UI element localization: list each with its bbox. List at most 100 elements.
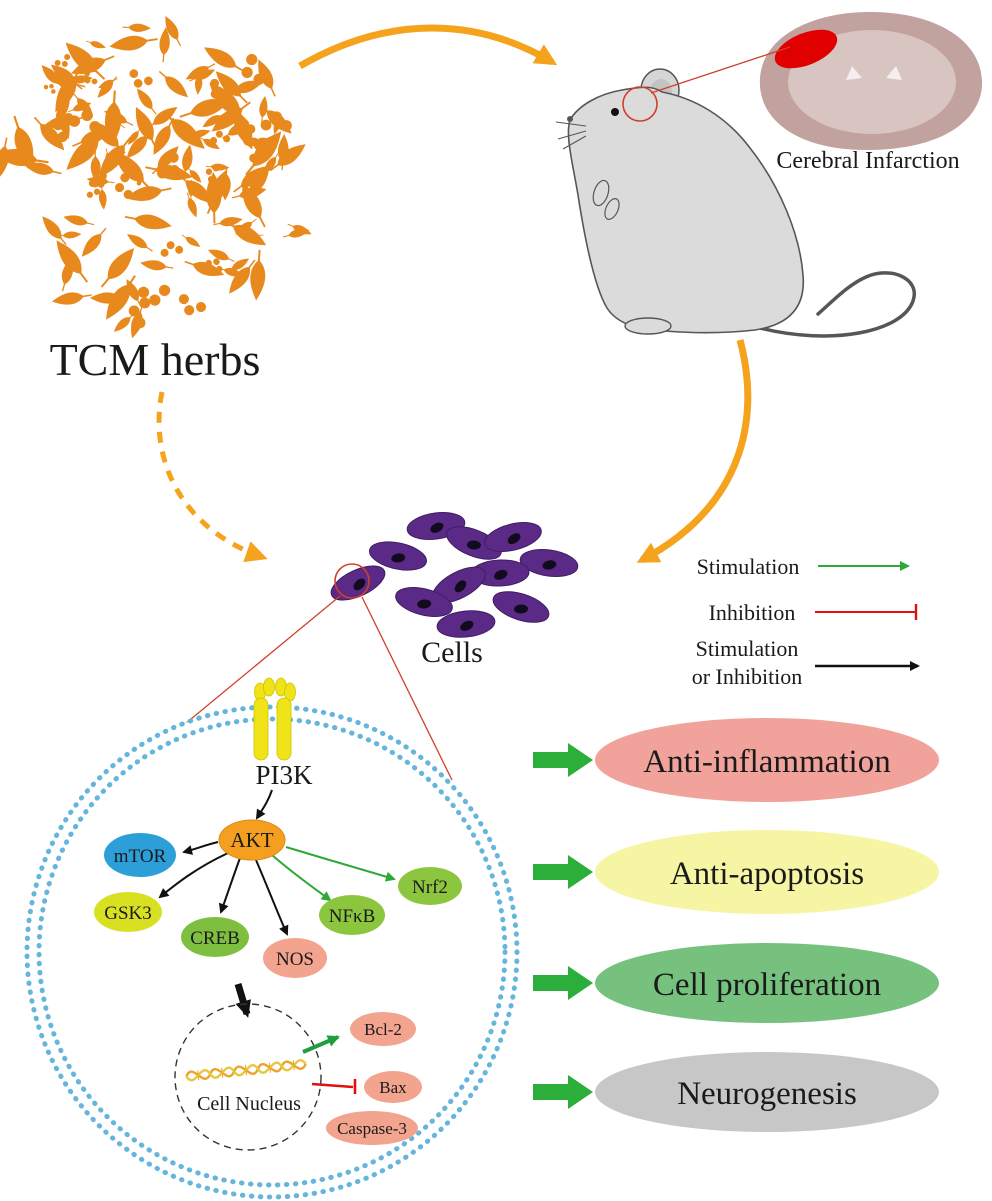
herb-leaf-icon bbox=[218, 267, 244, 277]
node-akt-label: AKT bbox=[230, 828, 273, 852]
cell-nucleus-label: Cell Nucleus bbox=[197, 1093, 301, 1115]
herb-leaf-icon bbox=[71, 55, 115, 75]
herb-leaf-icon bbox=[188, 179, 195, 202]
node-nrf2-label: Nrf2 bbox=[412, 877, 448, 898]
nucleus-circle bbox=[174, 1003, 322, 1151]
herb-leaf-icon bbox=[125, 186, 172, 201]
herb-leaf-icon bbox=[33, 116, 65, 151]
herb-leaf-icon bbox=[61, 257, 74, 292]
herb-leaf-icon bbox=[213, 217, 243, 227]
brain-ventricle-left bbox=[846, 66, 862, 80]
herb-leaf-icon bbox=[211, 101, 251, 132]
outcome-arrow-anti-inflammation bbox=[533, 743, 593, 777]
herb-leaf-icon bbox=[109, 35, 158, 51]
cell-membrane-inner bbox=[36, 716, 508, 1188]
outcome-oval-neurogenesis bbox=[595, 1052, 939, 1132]
herb-leaf-icon bbox=[0, 149, 49, 167]
target-caspase3 bbox=[326, 1111, 418, 1145]
herb-leaf-icon bbox=[124, 214, 172, 230]
herb-leaf-icon bbox=[0, 137, 9, 179]
outcome-label-neurogenesis: Neurogenesis bbox=[677, 1076, 857, 1112]
cell bbox=[369, 541, 427, 571]
outcome-arrow-neurogenesis bbox=[533, 1075, 593, 1109]
outcome-label-anti-apoptosis: Anti-apoptosis bbox=[670, 856, 864, 892]
legend-either-label-line1: Stimulation bbox=[696, 636, 799, 661]
node-nos-label: NOS bbox=[276, 949, 314, 970]
outcome-arrow-anti-apoptosis bbox=[533, 855, 593, 889]
target-bax bbox=[364, 1071, 422, 1103]
herb-leaf-icon bbox=[43, 83, 56, 94]
herb-leaf-icon bbox=[127, 234, 153, 252]
cell bbox=[395, 587, 453, 617]
herb-leaf-icon bbox=[178, 294, 207, 316]
herb-leaf-icon bbox=[241, 53, 265, 85]
edge-pi3k-akt bbox=[255, 789, 273, 820]
herb-leaf-icon bbox=[137, 88, 157, 115]
herb-leaf-icon bbox=[89, 292, 129, 304]
node-akt bbox=[218, 819, 286, 861]
brain-inner bbox=[788, 30, 956, 134]
cerebral-infarction-label: Cerebral Infarction bbox=[776, 148, 959, 174]
arrow-to-nucleus bbox=[234, 982, 251, 1018]
tcm-herbs-illustration bbox=[0, 16, 312, 339]
edge-nucleus-bcl2-stimulation bbox=[302, 1035, 340, 1054]
mouse-nose bbox=[567, 116, 573, 122]
outcome-oval-anti-inflammation bbox=[595, 718, 939, 802]
outcome-label-cell-proliferation: Cell proliferation bbox=[653, 967, 881, 1003]
mouse-front-paw bbox=[592, 179, 610, 207]
herb-leaf-icon bbox=[277, 133, 289, 171]
herb-leaf-icon bbox=[72, 92, 94, 117]
herb-leaf-icon bbox=[181, 234, 201, 247]
herb-leaf-icon bbox=[202, 112, 226, 128]
cell bbox=[446, 526, 502, 560]
legend: Stimulation Inhibition Stimulation or In… bbox=[692, 554, 920, 689]
herb-leaf-icon bbox=[222, 121, 250, 139]
herb-leaf-icon bbox=[250, 249, 266, 301]
mouse-hind-foot bbox=[624, 317, 672, 335]
herb-leaf-icon bbox=[122, 23, 151, 32]
node-gsk3-label: GSK3 bbox=[104, 903, 152, 924]
herb-leaf-icon bbox=[81, 227, 107, 257]
herb-leaf-icon bbox=[179, 98, 231, 118]
herb-leaf-icon bbox=[220, 167, 231, 201]
arrow-herbs-to-mouse bbox=[298, 24, 558, 70]
legend-stimulation-label: Stimulation bbox=[697, 554, 800, 579]
herb-leaf-icon bbox=[259, 96, 268, 124]
herb-leaf-icon bbox=[184, 260, 225, 276]
node-gsk3 bbox=[94, 892, 162, 932]
herb-leaf-icon bbox=[47, 74, 86, 88]
outcome-label-anti-inflammation: Anti-inflammation bbox=[643, 744, 890, 780]
herb-leaf-icon bbox=[226, 258, 250, 273]
mouse-front-paw-2 bbox=[604, 198, 620, 220]
herb-leaf-icon bbox=[229, 259, 256, 294]
magnifier-circle-cell bbox=[334, 563, 370, 599]
legend-inhibition-label: Inhibition bbox=[709, 600, 796, 625]
edge-nucleus-bax-inhibition bbox=[311, 1082, 354, 1089]
herb-leaf-icon bbox=[54, 54, 71, 67]
herb-leaf-icon bbox=[42, 216, 67, 246]
outcome-arrow-cell-proliferation bbox=[533, 966, 593, 1000]
dna-icon bbox=[185, 1058, 307, 1082]
outcome-oval-anti-apoptosis bbox=[595, 830, 939, 914]
herb-leaf-icon bbox=[231, 187, 267, 199]
herb-leaf-icon bbox=[186, 192, 197, 218]
herb-leaf-icon bbox=[85, 40, 106, 49]
herb-leaf-icon bbox=[198, 136, 220, 150]
target-bcl2-label: Bcl-2 bbox=[364, 1020, 402, 1039]
herb-leaf-icon bbox=[208, 249, 235, 262]
herb-leaf-icon bbox=[158, 70, 188, 98]
herb-leaf-icon bbox=[157, 152, 180, 179]
herb-leaf-icon bbox=[206, 172, 222, 224]
node-nos bbox=[263, 938, 327, 978]
cell bbox=[330, 565, 386, 601]
mouse-body bbox=[567, 86, 805, 334]
node-nrf2 bbox=[398, 867, 462, 905]
node-nfkb-label: NFκB bbox=[329, 906, 376, 927]
target-bcl2 bbox=[350, 1012, 416, 1046]
herb-leaf-icon bbox=[259, 104, 292, 134]
node-nfkb bbox=[319, 895, 385, 935]
infarct-region bbox=[774, 29, 838, 69]
herb-leaf-icon bbox=[182, 144, 193, 179]
legend-either-label-line2: or Inhibition bbox=[692, 664, 803, 689]
